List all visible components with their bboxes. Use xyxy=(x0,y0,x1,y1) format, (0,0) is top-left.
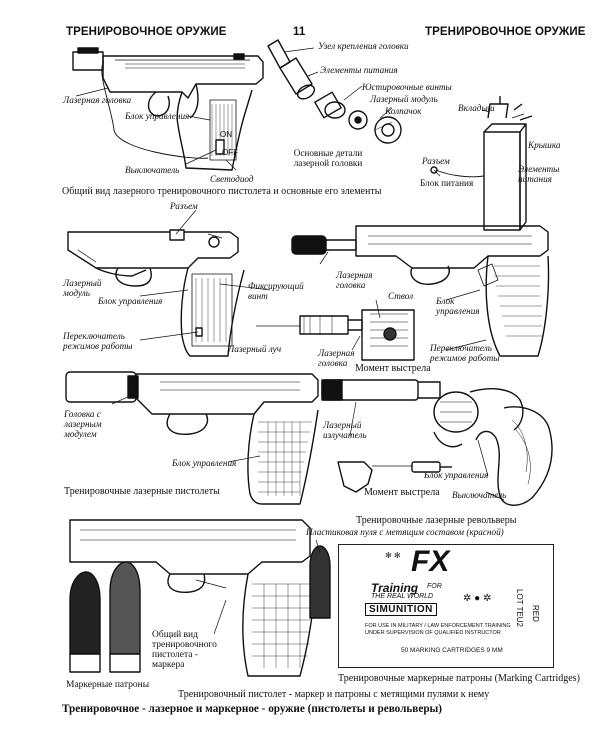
label-mode-switch: Переключатель режимов работы xyxy=(63,331,133,351)
caption-section-4: Тренировочный пистолет - маркер и патрон… xyxy=(178,689,490,700)
label-connector: Разъем xyxy=(422,156,450,166)
label-mode-switch-2: Переключатель режимов работы xyxy=(430,343,500,363)
label-control-unit: Блок управления xyxy=(125,111,190,121)
label-off: OFF xyxy=(222,148,238,157)
laser-pistol-drawing-3 xyxy=(291,225,550,357)
caption-cartridge-box: Тренировочные маркерные патроны (Marking… xyxy=(338,673,580,684)
label-main-parts: Основные детали лазерной головки xyxy=(293,148,363,168)
box-use-line-2: UNDER SUPERVISION OF QUALIFIED INSTRUCTO… xyxy=(365,630,501,636)
label-control-unit-5: Блок управления xyxy=(424,470,489,480)
box-use-line-1: FOR USE IN MILITARY / LAW ENFORCEMENT TR… xyxy=(365,623,511,629)
header-right-title: ТРЕНИРОВОЧНОЕ ОРУЖИЕ xyxy=(425,26,586,38)
box-red: RED xyxy=(531,605,540,622)
label-marker-cartridges: Маркерные патроны xyxy=(66,680,150,690)
box-tagline-for: FOR xyxy=(427,583,442,590)
label-plastic-bullet: Пластиковая пуля с метящим составом (кра… xyxy=(306,527,504,537)
label-control-unit-4: Блок управления xyxy=(172,458,237,468)
box-bullet-icons: ✲ ● ✲ xyxy=(463,593,492,604)
caption-laser-revolvers: Тренировочные лазерные револьверы xyxy=(356,515,517,526)
label-led: Светодиод xyxy=(210,174,254,184)
label-laser-emitter: Лазерный излучатель xyxy=(323,420,367,440)
pointer-lines xyxy=(75,47,525,635)
cartridge-box: ✻ ✻ FX Training FOR THE REAL WORLD SIMUN… xyxy=(338,544,554,668)
label-connector-2: Разъем xyxy=(170,201,198,211)
laser-beam-device-drawing xyxy=(256,309,415,361)
caption-shot-moment-2: Момент выстрела xyxy=(364,487,440,498)
label-on: ON xyxy=(220,130,232,139)
label-laser-module: Лазерный модуль xyxy=(370,94,438,104)
label-general-view-marker: Общий вид тренировочного пистолета - мар… xyxy=(152,630,217,670)
laser-revolver-drawing xyxy=(321,379,553,506)
small-revolver-drawing xyxy=(337,461,452,493)
caption-laser-pistols: Тренировочные лазерные пистолеты xyxy=(64,486,220,497)
label-control-unit-2: Блок управления xyxy=(98,296,163,306)
laser-pistol-drawing-1 xyxy=(72,47,264,171)
laser-pistol-drawing-4 xyxy=(65,371,319,505)
footer-title: Тренировочное - лазерное и маркерное - о… xyxy=(62,703,442,715)
label-mount: Узел крепления головки xyxy=(318,41,409,51)
label-power-elements-2: Элементы питания xyxy=(518,164,560,184)
label-adjust-screws: Юстировочные винты xyxy=(362,82,452,92)
laser-head-parts-drawing xyxy=(267,39,402,144)
laser-pistol-drawing-2 xyxy=(67,229,245,357)
label-control-unit-3: Блок управления xyxy=(436,296,480,316)
label-switch: Выключатель xyxy=(125,165,180,175)
label-laser-head-3: Лазерная головка xyxy=(318,348,355,368)
label-switch-2: Выключатель xyxy=(452,490,507,500)
header-left-title: ТРЕНИРОВОЧНОЕ ОРУЖИЕ xyxy=(66,26,227,38)
caption-section-1: Общий вид лазерного тренировочного писто… xyxy=(62,186,382,197)
box-lot: LOT TEU2 xyxy=(515,589,524,627)
label-head-with-module: Головка с лазерным модулем xyxy=(64,409,102,439)
label-laser-head-2: Лазерная головка xyxy=(336,270,373,290)
page-number: 11 xyxy=(293,26,306,38)
label-fix-screw: Фиксирующий винт xyxy=(248,281,304,301)
label-power-unit: Блок питания xyxy=(420,178,474,188)
box-count: 50 MARKING CARTRIDGES 9 MM xyxy=(401,647,503,654)
label-laser-module-2: Лазерный модуль xyxy=(63,278,102,298)
caption-shot-moment-1: Момент выстрела xyxy=(355,363,431,374)
box-star-icons: ✻ ✻ xyxy=(385,551,401,560)
marker-cartridges-drawing xyxy=(69,545,331,673)
box-brand: SIMUNITION xyxy=(365,603,437,616)
box-tagline-real-world: THE REAL WORLD xyxy=(371,593,434,600)
label-laser-beam: Лазерный луч xyxy=(228,344,282,354)
label-power-elements: Элементы питания xyxy=(320,65,398,75)
label-lid: Крышка xyxy=(528,140,561,150)
label-inserts: Вкладыш xyxy=(458,103,495,113)
label-cap: Колпачок xyxy=(385,106,422,116)
box-logo: FX xyxy=(411,545,450,578)
label-barrel: Ствол xyxy=(388,291,414,301)
label-laser-head: Лазерная головка xyxy=(63,95,132,105)
box-tagline-training: Training xyxy=(371,581,419,595)
